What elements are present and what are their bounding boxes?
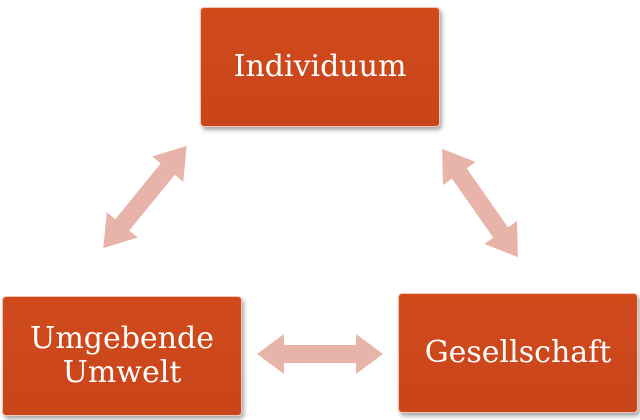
node-umgebende-umwelt: Umgebende Umwelt bbox=[2, 296, 242, 416]
node-individuum: Individuum bbox=[200, 7, 440, 127]
arrow-individuum-gesellschaft bbox=[442, 148, 518, 258]
node-individuum-label: Individuum bbox=[233, 48, 407, 84]
arrow-umwelt-gesellschaft bbox=[257, 334, 383, 374]
node-umgebende-umwelt-label: Umgebende Umwelt bbox=[30, 320, 214, 390]
node-gesellschaft-label: Gesellschaft bbox=[424, 334, 612, 370]
arrow-individuum-umwelt bbox=[103, 145, 187, 249]
node-gesellschaft: Gesellschaft bbox=[398, 293, 638, 413]
